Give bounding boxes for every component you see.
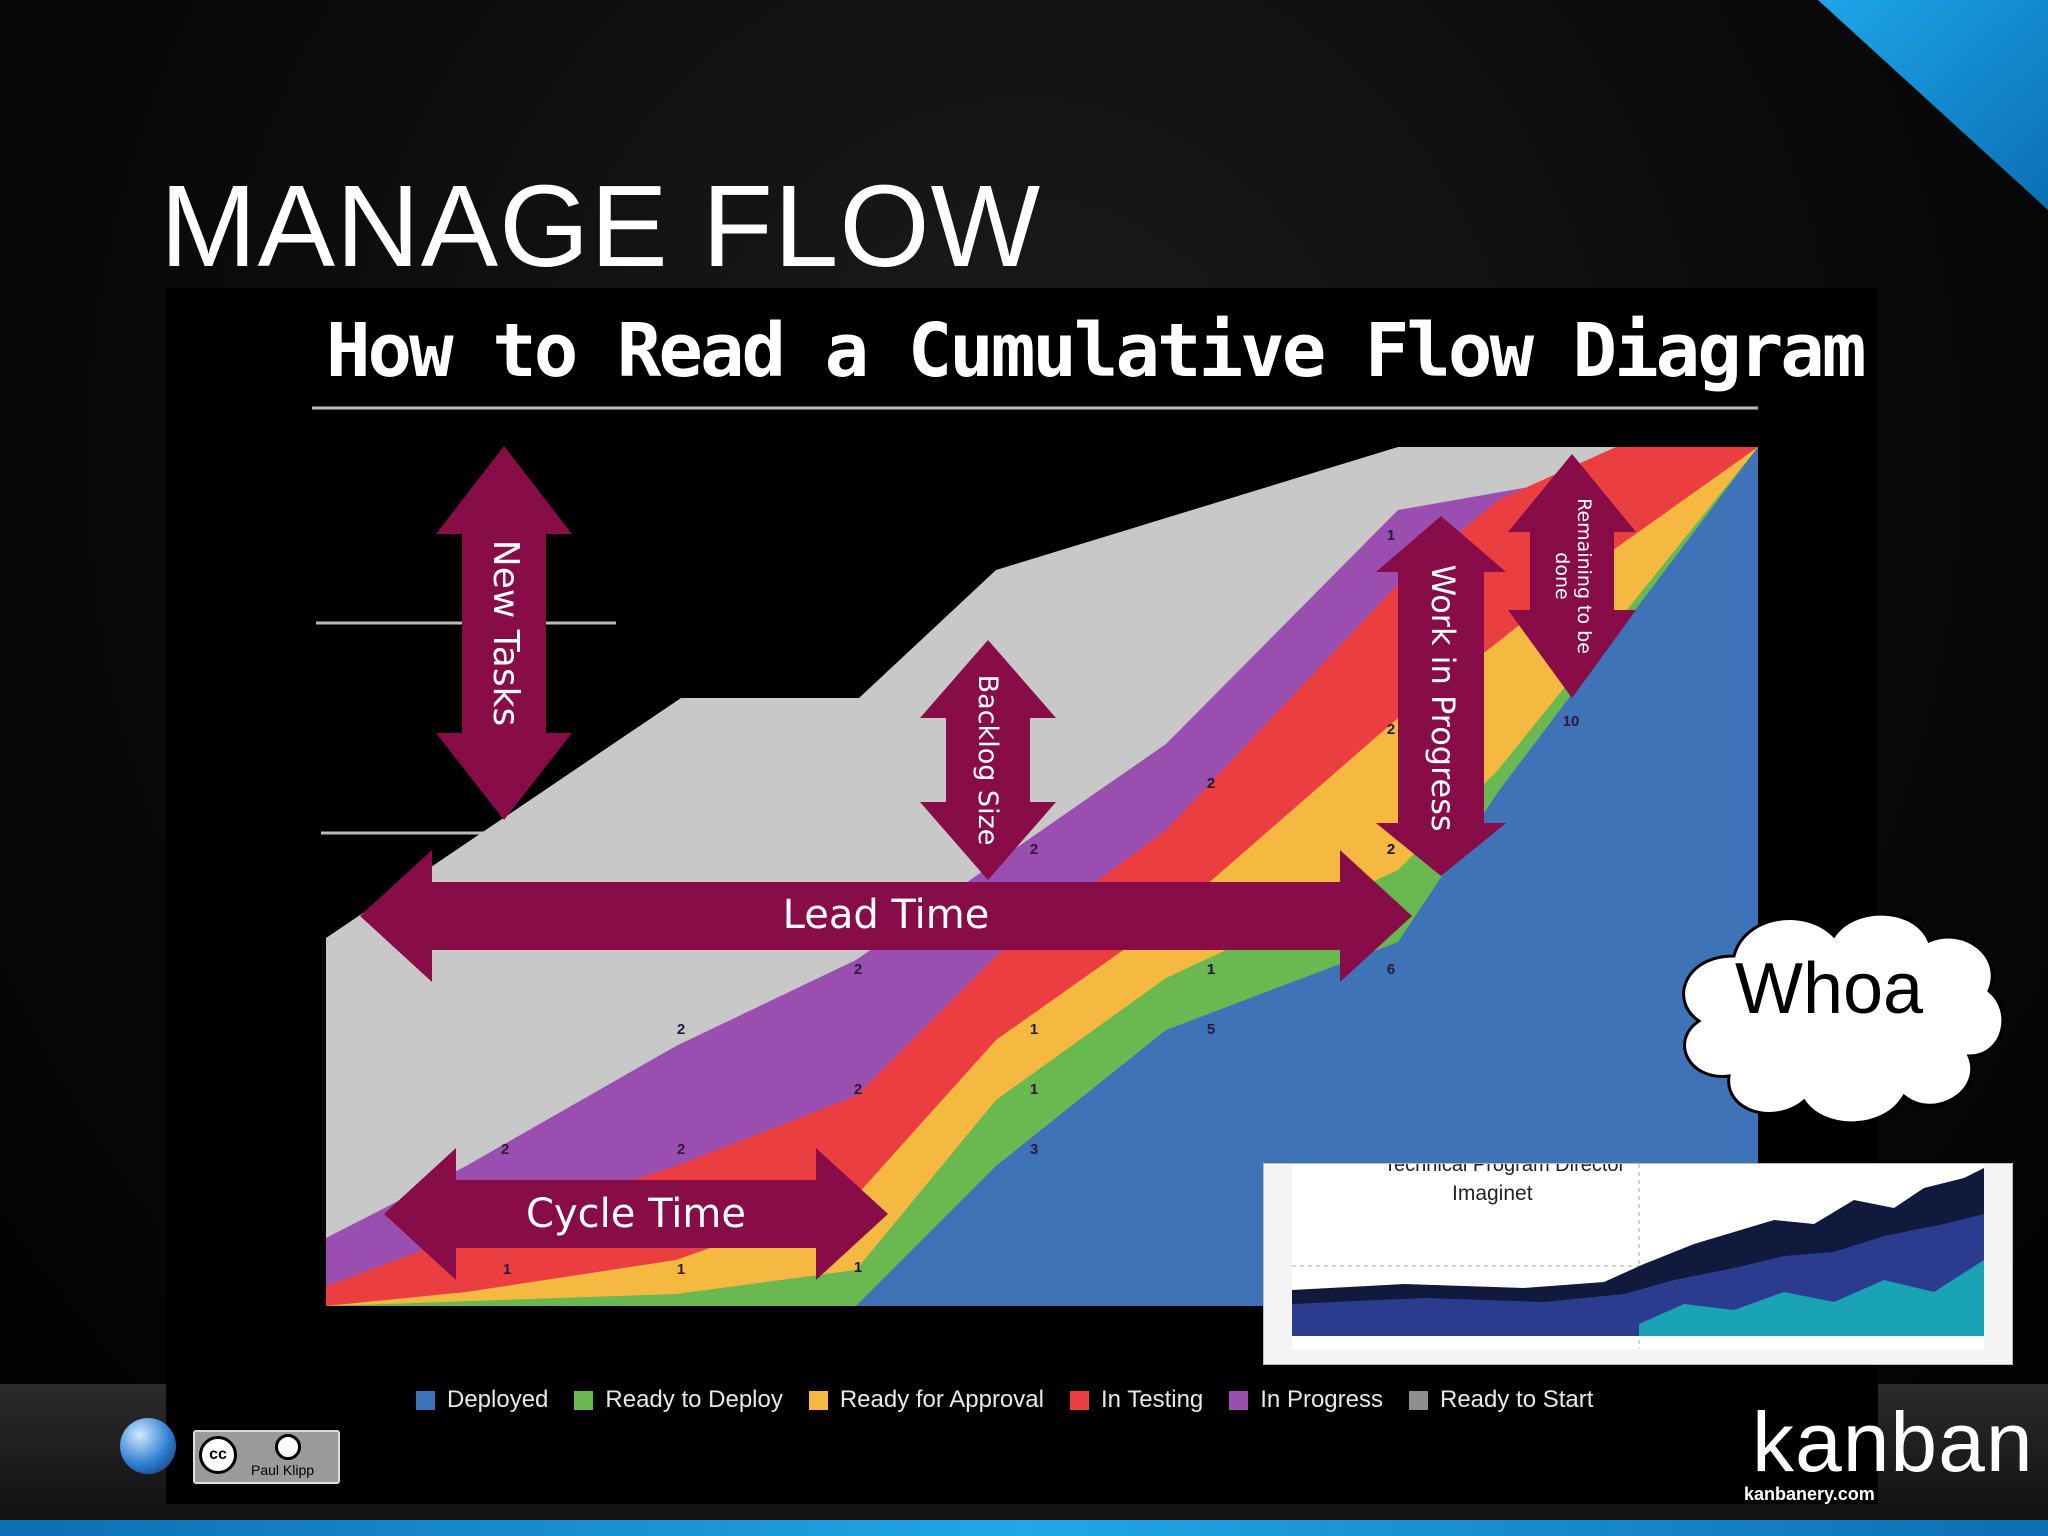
- legend-item-deployed: Deployed: [416, 1386, 548, 1414]
- legend-label: Ready to Deploy: [605, 1386, 783, 1413]
- inset-text-line1: Technical Program Director: [1384, 1163, 1626, 1176]
- legend-item-in-testing: In Testing: [1069, 1386, 1204, 1414]
- inset-thumbnail: Technical Program Director Imaginet: [1263, 1163, 2013, 1365]
- band-deployed: [856, 447, 1758, 1306]
- band-number: 6: [1387, 961, 1395, 978]
- creative-commons-badge: cc Paul Klipp: [193, 1430, 340, 1484]
- remaining-label-line2: done: [1551, 552, 1573, 599]
- backlog-size-arrow: [920, 640, 1056, 880]
- whoa-cloud: [1682, 912, 2005, 1125]
- work-in-progress-label: Work in Progress: [1424, 564, 1462, 831]
- attribution-icon: [275, 1434, 301, 1460]
- lead-time-arrow: [360, 850, 1412, 982]
- band-number: 10: [1563, 713, 1580, 730]
- kanban-url: kanbanery.com: [1744, 1484, 1875, 1504]
- cloud-shape: [1682, 912, 2005, 1125]
- band-numbers: 1 1 1 2 2 2 2 2 3 1 1 2 1 1 5 2 2 2 6 2 …: [501, 527, 1580, 1278]
- band-number: 1: [677, 1261, 685, 1278]
- cycle-time-label: Cycle Time: [526, 1191, 746, 1237]
- legend-item-ready-for-approval: Ready for Approval: [808, 1386, 1044, 1414]
- inset-chart: [1292, 1164, 1984, 1349]
- legend-swatch: [416, 1390, 435, 1410]
- legend-label: Ready for Approval: [839, 1386, 1044, 1413]
- band-number: 2: [677, 1021, 685, 1038]
- band-number: 1: [1207, 961, 1215, 978]
- remaining-arrow: [1508, 454, 1636, 698]
- globe-icon: [120, 1418, 176, 1474]
- band-number: 2: [854, 961, 862, 978]
- band-number: 1: [1030, 1081, 1038, 1098]
- band-number: 1: [1387, 527, 1395, 544]
- band-number: 2: [854, 1081, 862, 1098]
- remaining-label-line1: Remaining to be: [1573, 498, 1595, 654]
- legend-label: In Testing: [1100, 1386, 1204, 1413]
- band-number: 2: [677, 1141, 685, 1158]
- slide-title: MANAGE FLOW: [160, 161, 1042, 291]
- band-number: 1: [503, 1261, 511, 1278]
- cfd-diagram: 1 1 1 2 2 2 2 2 3 1 1 2 1 1 5 2 2 2 6 2 …: [312, 406, 1758, 1306]
- cc-icon: cc: [199, 1436, 237, 1474]
- legend-swatch: [1408, 1390, 1428, 1410]
- lead-time-label: Lead Time: [783, 892, 990, 938]
- band-number: 2: [1030, 841, 1038, 858]
- band-number: 2: [1207, 775, 1215, 792]
- new-tasks-label: New Tasks: [485, 540, 526, 726]
- legend-item-ready-to-start: Ready to Start: [1408, 1386, 1594, 1414]
- backlog-size-label: Backlog Size: [972, 675, 1003, 846]
- whoa-text: Whoa: [1735, 949, 1924, 1029]
- cfd-diagram-panel: 1 1 1 2 2 2 2 2 3 1 1 2 1 1 5 2 2 2 6 2 …: [166, 288, 1878, 1504]
- legend-swatch: [574, 1390, 594, 1410]
- legend: Deployed Ready to Deploy Ready for Appro…: [416, 1386, 1593, 1414]
- legend-swatch: [1069, 1390, 1089, 1410]
- band-number: 1: [1030, 1021, 1038, 1038]
- bottom-stripe: [0, 1520, 2048, 1536]
- band-number: 1: [854, 1259, 862, 1276]
- legend-item-in-progress: In Progress: [1229, 1386, 1383, 1414]
- diagram-heading: How to Read a Cumulative Flow Diagram: [326, 308, 1866, 394]
- band-number: 2: [1387, 841, 1395, 858]
- legend-label: Deployed: [447, 1386, 549, 1413]
- band-number: 1: [1207, 961, 1215, 978]
- legend-label: Ready to Start: [1439, 1386, 1594, 1413]
- legend-label: In Progress: [1260, 1386, 1383, 1413]
- band-number: 5: [1207, 1021, 1215, 1038]
- band-number: 2: [1207, 775, 1215, 792]
- legend-item-ready-to-deploy: Ready to Deploy: [574, 1386, 783, 1414]
- band-number: 2: [1387, 721, 1395, 738]
- cc-author: Paul Klipp: [251, 1462, 315, 1478]
- legend-swatch: [1229, 1390, 1249, 1410]
- corner-accent: [1818, 0, 2048, 210]
- cycle-time-arrow: [384, 1148, 888, 1280]
- kanban-logo: kanban: [1752, 1395, 2034, 1489]
- new-tasks-arrow: [436, 446, 572, 820]
- legend-swatch: [808, 1390, 828, 1410]
- band-number: 3: [1030, 1141, 1038, 1158]
- band-number: 2: [501, 1141, 509, 1158]
- inset-text-line2: Imaginet: [1452, 1182, 1533, 1205]
- work-in-progress-arrow: [1376, 516, 1506, 876]
- band-number: 2: [1387, 841, 1395, 858]
